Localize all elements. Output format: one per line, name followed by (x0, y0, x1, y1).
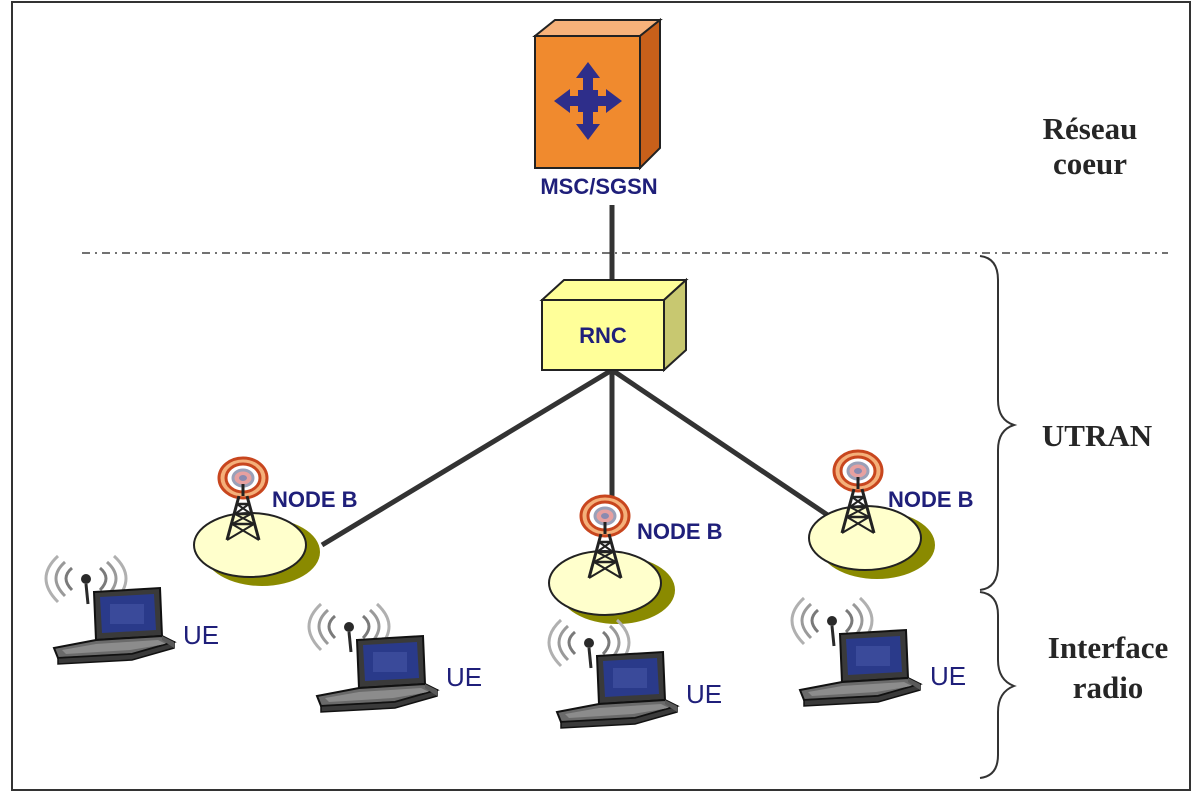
ue-2-label: UE (446, 662, 482, 692)
radio-interface-label-line1: Interface (1048, 630, 1169, 665)
core-network-label-line2: coeur (1053, 146, 1127, 181)
msc-sgsn-switch (532, 17, 663, 171)
rnc-box (539, 277, 689, 373)
core-network-label-line1: Réseau (1043, 111, 1138, 146)
link-rnc-nodeb-3 (610, 367, 834, 521)
node-b-1-label: NODE B (272, 487, 358, 512)
node-b-cell-1 (193, 456, 320, 586)
node-b-cell-3 (808, 449, 935, 579)
utran-label: UTRAN (1042, 418, 1152, 453)
node-b-cell-2 (548, 494, 675, 624)
ue-1-label: UE (183, 620, 219, 650)
rnc-label: RNC (579, 323, 627, 348)
ue-3-label: UE (686, 679, 722, 709)
msc-sgsn-label: MSC/SGSN (540, 174, 657, 199)
utran-brace (979, 255, 1018, 591)
ue-4-label: UE (930, 661, 966, 691)
switch-icon (554, 62, 622, 140)
radio-brace (979, 591, 1017, 779)
radio-interface-label-line2: radio (1073, 670, 1144, 705)
link-rnc-nodeb-1 (320, 367, 614, 548)
node-b-2-label: NODE B (637, 519, 723, 544)
node-b-3-label: NODE B (888, 487, 974, 512)
